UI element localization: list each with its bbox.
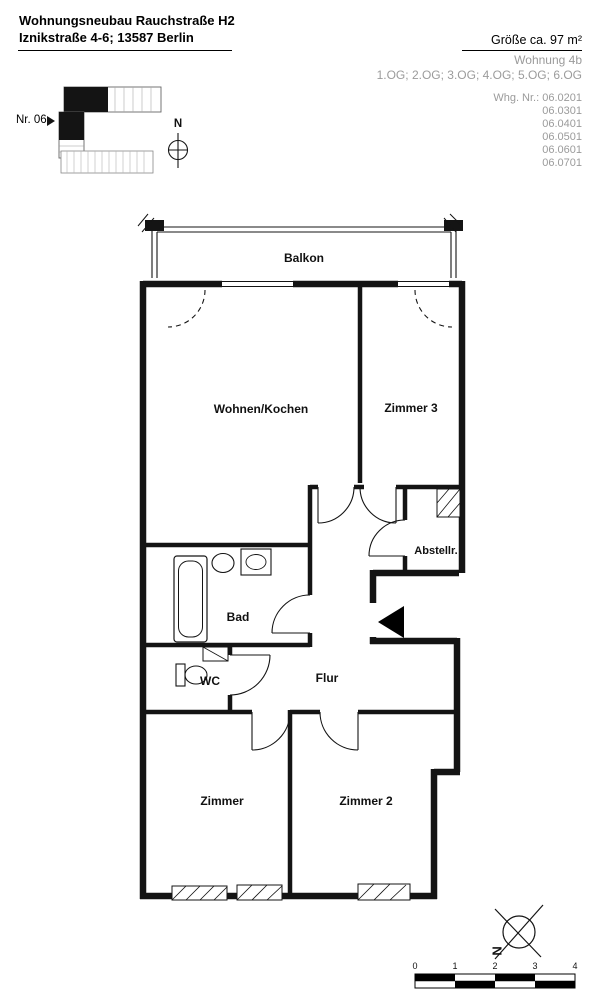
abstellraum-door-arc (368, 519, 406, 557)
apartment-name: Wohnung 4b (514, 53, 582, 67)
unit-number-1: 06.0301 (542, 105, 582, 117)
header-rule-left (18, 50, 232, 51)
shaft-symbol (436, 488, 461, 518)
apartment-floors: 1.OG; 2.OG; 3.OG; 4.OG; 5.OG; 6.OG (376, 68, 582, 82)
site-plan-drawing (47, 86, 162, 174)
room-label-flur: Flur (315, 671, 339, 685)
toilet-icon (175, 663, 208, 687)
unit-number-4: 06.0601 (542, 144, 582, 156)
scale-tick-3: 3 (532, 961, 538, 971)
window-lines (222, 280, 449, 288)
sink-icons (211, 548, 272, 576)
washer-icon (202, 646, 229, 662)
scale-tick-2: 2 (492, 961, 498, 971)
unit-number-5: 06.0701 (542, 157, 582, 169)
zimmer2-door-arc (319, 711, 359, 751)
unit-number-2: 06.0401 (542, 118, 582, 130)
project-title: Wohnungsneubau Rauchstraße H2 (19, 13, 235, 28)
room-label-zimmer: Zimmer (200, 794, 244, 808)
zimmer-door-arc (251, 711, 291, 751)
interior-walls (143, 287, 462, 896)
north-arrow-icon (167, 133, 189, 168)
room-label-wc: WC (200, 674, 220, 688)
balcony-door-arc-right (414, 289, 453, 328)
unit-number-3: 06.0501 (542, 131, 582, 143)
bad-door-arc (271, 594, 311, 634)
room-label-abstellraum: Abstellr. (414, 545, 458, 557)
room-label-zimmer3: Zimmer 3 (384, 401, 438, 415)
room-label-zimmer2: Zimmer 2 (339, 794, 393, 808)
apartment-size: Größe ca. 97 m² (491, 33, 582, 47)
room-label-bad: Bad (226, 610, 250, 624)
wc-door-arc (229, 654, 271, 696)
header: Wohnungsneubau Rauchstraße H2 Iznikstraß… (0, 0, 600, 175)
site-plan-building-label: Nr. 06 (16, 114, 47, 126)
building-pointer-icon (47, 116, 55, 126)
entrance-arrow-icon (378, 606, 404, 638)
scale-tick-4: 4 (572, 961, 578, 971)
unit-number-main: Whg. Nr.: 06.0201 (493, 92, 582, 104)
room-label-balkon: Balkon (283, 251, 325, 265)
bathtub-icon (173, 555, 208, 643)
wohnen-door-arc (317, 486, 355, 524)
scale-bar (414, 973, 576, 989)
scale-tick-1: 1 (452, 961, 458, 971)
room-label-wohnen-kochen: Wohnen/Kochen (213, 402, 309, 416)
compass-north-label: N (489, 946, 505, 956)
zimmer3-door-arc (359, 486, 397, 524)
balcony-door-arc-left (167, 289, 206, 328)
north-arrow-label: N (173, 118, 183, 130)
window-symbols (171, 883, 411, 901)
door-arcs (167, 289, 453, 751)
scale-tick-0: 0 (412, 961, 418, 971)
balcony-outline (137, 213, 463, 278)
header-rule-right (462, 50, 582, 51)
compass-icon (494, 904, 544, 960)
exterior-walls (139, 280, 466, 900)
project-address: Iznikstraße 4-6; 13587 Berlin (19, 30, 194, 45)
